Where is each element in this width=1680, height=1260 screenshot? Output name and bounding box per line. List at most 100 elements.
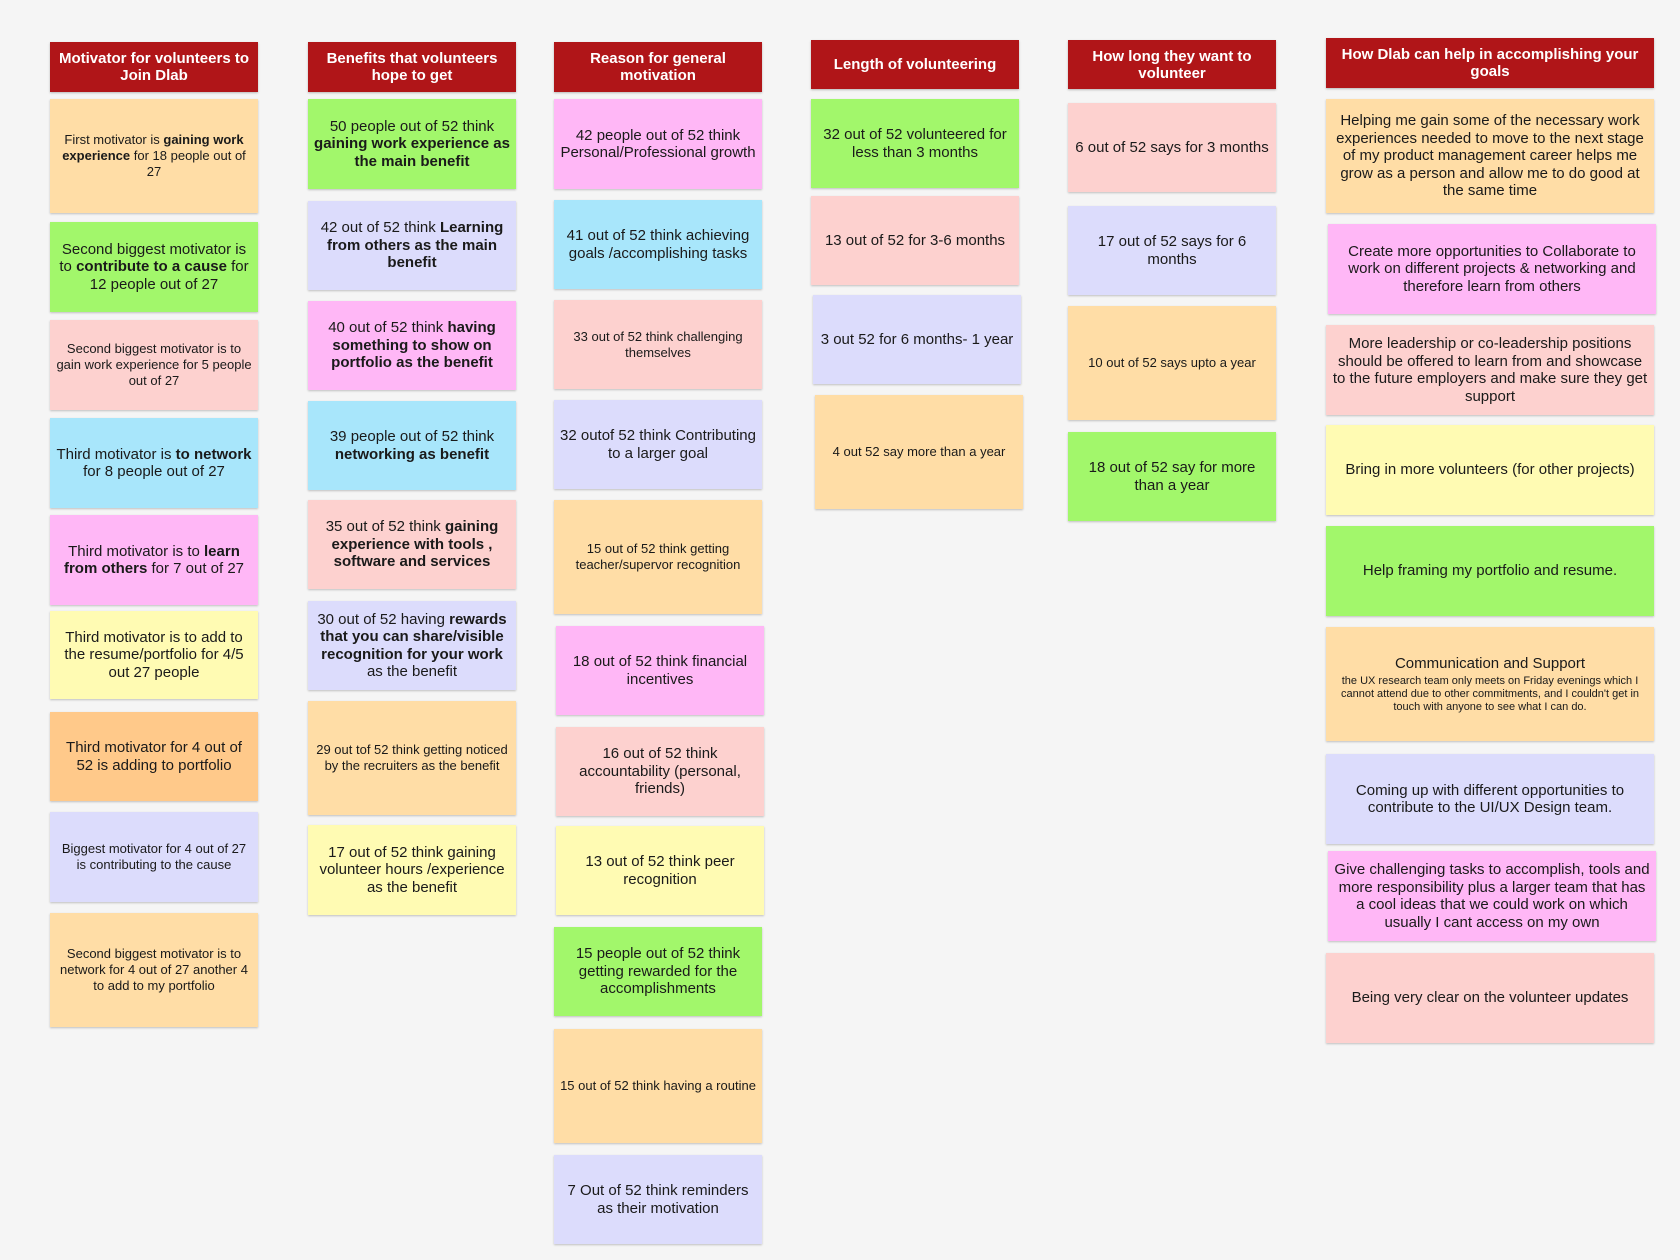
sticky-note[interactable]: 50 people out of 52 think gaining work e… [308,99,516,189]
sticky-note-segment: Being very clear on the volunteer update… [1351,989,1629,1007]
sticky-note-segment: 7 Out of 52 think reminders as their mot… [567,1182,749,1217]
sticky-note[interactable]: 7 Out of 52 think reminders as their mot… [554,1155,762,1244]
column-header[interactable]: Reason for general motivation [554,42,762,92]
column-header[interactable]: Length of volunteering [811,40,1019,89]
sticky-note-text: 17 out of 52 think gaining volunteer hou… [314,844,510,897]
sticky-note[interactable]: Coming up with different opportunities t… [1326,754,1654,844]
sticky-note[interactable]: Create more opportunities to Collaborate… [1328,224,1656,314]
sticky-note-segment: 4 out 52 say more than a year [832,444,1006,459]
sticky-note-text: Third motivator is to network for 8 peop… [56,446,252,481]
sticky-note[interactable]: Third motivator is to learn from others … [50,515,258,605]
sticky-note[interactable]: 17 out of 52 think gaining volunteer hou… [308,825,516,915]
sticky-note[interactable]: 17 out of 52 says for 6 months [1068,206,1276,295]
sticky-note[interactable]: 6 out of 52 says for 3 months [1068,103,1276,192]
sticky-note[interactable]: 32 outof 52 think Contributing to a larg… [554,400,762,489]
sticky-note-text: More leadership or co-leadership positio… [1332,335,1648,405]
sticky-note[interactable]: Third motivator is to network for 8 peop… [50,418,258,508]
sticky-note-text: 17 out of 52 says for 6 months [1074,233,1270,268]
sticky-note-segment: 15 people out of 52 think getting reward… [575,945,741,998]
sticky-note-segment: 16 out of 52 think accountability (perso… [579,745,741,798]
sticky-note-text: 40 out of 52 think having something to s… [314,319,510,372]
sticky-note-segment: Bring in more volunteers (for other proj… [1345,461,1635,479]
sticky-note[interactable]: 42 people out of 52 think Personal/Profe… [554,99,762,189]
sticky-note-segment: Biggest motivator for 4 out of 27 is con… [61,841,247,872]
sticky-note-segment: Second biggest motivator is to [59,240,247,276]
sticky-note-emphasis: gaining work experience as the main bene… [314,135,510,170]
sticky-note[interactable]: 3 out 52 for 6 months- 1 year [813,295,1021,384]
sticky-note-text: 33 out of 52 think challenging themselve… [560,329,756,361]
sticky-note-segment: for 18 people out of 27 [130,148,246,179]
sticky-note-emphasis: Learning from others as the main benefit [326,219,504,272]
sticky-note[interactable]: Helping me gain some of the necessary wo… [1326,99,1654,213]
sticky-note-segment: 32 out of 52 volunteered for less than 3… [823,126,1007,161]
sticky-note-text: 15 out of 52 think getting teacher/super… [560,541,756,573]
sticky-note[interactable]: 33 out of 52 think challenging themselve… [554,300,762,389]
sticky-note[interactable]: Give challenging tasks to accomplish, to… [1328,851,1656,941]
sticky-note[interactable]: 39 people out of 52 think networking as … [308,401,516,490]
sticky-note-text: 16 out of 52 think accountability (perso… [562,745,758,798]
column-header[interactable]: How long they want to volunteer [1068,40,1276,89]
column-header[interactable]: Motivator for volunteers to Join Dlab [50,42,258,92]
sticky-note[interactable]: 15 out of 52 think having a routine [554,1029,762,1143]
sticky-note-segment: 42 out of 52 think [320,219,440,237]
sticky-note[interactable]: 18 out of 52 think financial incentives [556,626,764,715]
sticky-note-segment: Third motivator is [56,445,176,463]
sticky-note[interactable]: 35 out of 52 think gaining experience wi… [308,500,516,589]
sticky-note-segment: 35 out of 52 think [325,518,445,536]
sticky-note-segment: 42 people out of 52 think Personal/Profe… [560,126,756,162]
sticky-note-text: 32 out of 52 volunteered for less than 3… [817,126,1013,161]
sticky-note-text: 18 out of 52 think financial incentives [562,653,758,688]
sticky-note[interactable]: 32 out of 52 volunteered for less than 3… [811,99,1019,188]
sticky-note[interactable]: 10 out of 52 says upto a year [1068,306,1276,420]
sticky-note-segment: 17 out of 52 think gaining volunteer hou… [319,843,505,896]
sticky-note[interactable]: 42 out of 52 think Learning from others … [308,201,516,290]
sticky-note[interactable]: Third motivator is to add to the resume/… [50,611,258,699]
sticky-note[interactable]: Being very clear on the volunteer update… [1326,953,1654,1043]
sticky-note[interactable]: 18 out of 52 say for more than a year [1068,432,1276,521]
sticky-note[interactable]: Third motivator for 4 out of 52 is addin… [50,712,258,801]
sticky-note[interactable]: Bring in more volunteers (for other proj… [1326,425,1654,515]
sticky-note-text: 18 out of 52 say for more than a year [1074,459,1270,494]
sticky-note[interactable]: Help framing my portfolio and resume. [1326,526,1654,616]
sticky-note[interactable]: First motivator is gaining work experien… [50,99,258,213]
sticky-note[interactable]: 13 out of 52 for 3-6 months [811,196,1019,285]
sticky-note[interactable]: Second biggest motivator is to network f… [50,913,258,1027]
sticky-note-title: Communication and Support [1394,654,1586,672]
sticky-note-segment: Create more opportunities to Collaborate… [1348,242,1636,295]
sticky-note[interactable]: 4 out 52 say more than a year [815,395,1023,509]
sticky-note-text: Second biggest motivator is to contribut… [56,241,252,294]
sticky-note-text: Coming up with different opportunities t… [1332,782,1648,817]
sticky-note-segment: 13 out of 52 think peer recognition [585,853,735,888]
sticky-note-text: Help framing my portfolio and resume. [1363,562,1617,580]
sticky-note-segment: Third motivator is to add to the resume/… [64,628,244,681]
sticky-note[interactable]: 41 out of 52 think achieving goals /acco… [554,200,762,289]
sticky-note[interactable]: 30 out of 52 having rewards that you can… [308,601,516,690]
sticky-note[interactable]: Second biggest motivator is to gain work… [50,320,258,410]
sticky-note[interactable]: Second biggest motivator is to contribut… [50,222,258,312]
sticky-note-text: 4 out 52 say more than a year [833,444,1006,460]
sticky-note[interactable]: 16 out of 52 think accountability (perso… [556,727,764,816]
sticky-note-text: Third motivator for 4 out of 52 is addin… [56,739,252,774]
sticky-note[interactable]: 40 out of 52 think having something to s… [308,301,516,390]
sticky-note-text: Being very clear on the volunteer update… [1352,989,1629,1007]
sticky-note-segment: 13 out of 52 for 3-6 months [824,231,1006,249]
sticky-note[interactable]: 15 people out of 52 think getting reward… [554,927,762,1016]
sticky-note-segment: 50 people out of 52 think [329,117,495,135]
column-header[interactable]: How Dlab can help in accomplishing your … [1326,38,1654,88]
sticky-note-segment: Third motivator for 4 out of 52 is addin… [66,739,242,774]
column-header[interactable]: Benefits that volunteers hope to get [308,42,516,92]
sticky-note-segment: 17 out of 52 says for 6 months [1097,233,1247,268]
sticky-note[interactable]: More leadership or co-leadership positio… [1326,325,1654,415]
sticky-note-segment: Give challenging tasks to accomplish, to… [1334,861,1650,931]
sticky-note[interactable]: 29 out tof 52 think getting noticed by t… [308,701,516,815]
sticky-note-emphasis: having something to show on portfolio as… [331,319,496,372]
sticky-note-text: 15 people out of 52 think getting reward… [560,945,756,998]
sticky-note[interactable]: Biggest motivator for 4 out of 27 is con… [50,812,258,902]
sticky-note-text: 50 people out of 52 think gaining work e… [314,118,510,171]
sticky-note-segment: Helping me gain some of the necessary wo… [1336,112,1644,200]
sticky-note-text: 32 outof 52 think Contributing to a larg… [560,427,756,462]
sticky-note[interactable]: 15 out of 52 think getting teacher/super… [554,500,762,614]
sticky-note[interactable]: 13 out of 52 think peer recognition [556,826,764,915]
sticky-note-segment: 40 out of 52 think [328,319,448,337]
